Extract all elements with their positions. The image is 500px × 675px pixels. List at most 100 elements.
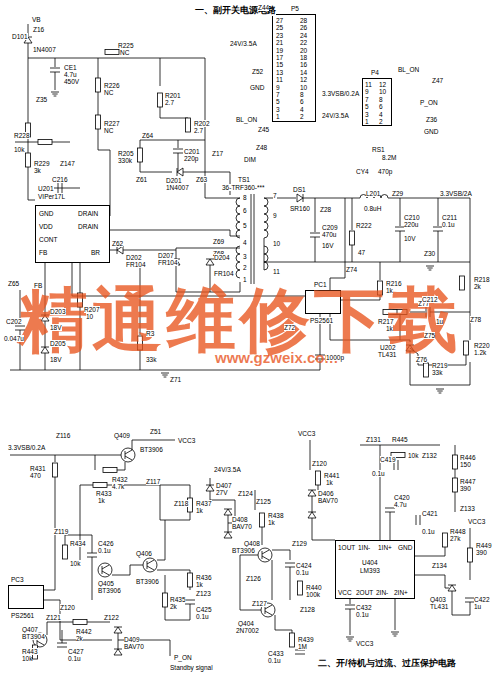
wire — [160, 58, 161, 86]
schematic-drawing — [10, 24, 475, 659]
part-label: 4.7u — [394, 501, 407, 508]
part-label: Z121 — [46, 614, 61, 621]
ground-symbol — [394, 636, 397, 637]
part-label: 0.1u — [296, 569, 309, 576]
wire — [400, 198, 401, 226]
wire — [400, 231, 401, 262]
diode-symbol — [297, 194, 303, 202]
part-label: 5 — [276, 98, 280, 105]
transformer-winding — [236, 198, 240, 238]
wire — [455, 469, 456, 478]
part-label: 18V — [50, 324, 62, 331]
part-label: 9 — [276, 84, 280, 91]
part-label: 8.2M — [382, 154, 396, 161]
part-label: 24V/3.5A — [214, 466, 241, 473]
part-label: 0.1u — [356, 611, 369, 618]
part-label: Z122 — [104, 614, 119, 621]
ground-symbol — [52, 94, 57, 95]
part-label: 220u — [404, 221, 418, 228]
part-label: 1k — [196, 581, 203, 588]
wire — [395, 598, 396, 630]
wire — [312, 496, 313, 512]
part-label: NC — [104, 89, 113, 96]
part-label: Z64 — [142, 132, 153, 139]
wire — [160, 485, 190, 498]
component-text: LM393 — [360, 567, 380, 574]
part-label: GND — [424, 128, 438, 135]
wire — [240, 555, 258, 560]
section-heading: 二、开/待机与过流、过压保护电路 — [318, 659, 456, 669]
part-label: 0.1u — [372, 470, 385, 477]
part-label: 1k — [326, 479, 333, 486]
part-label: Z75 — [424, 332, 435, 339]
resistor-symbol — [260, 513, 265, 527]
wire — [455, 445, 456, 455]
part-label: 2k — [474, 283, 481, 290]
part-label: FR104 — [158, 259, 178, 266]
part-label: 2.7 — [165, 99, 174, 106]
transistor-base — [102, 566, 103, 574]
part-label: 1u — [474, 603, 481, 610]
part-label: 7 — [365, 96, 369, 103]
component-text: DRAIN — [78, 210, 98, 217]
part-label: Z131 — [366, 436, 381, 443]
part-label: 5 — [243, 222, 247, 229]
wire — [98, 129, 110, 216]
wire — [455, 492, 456, 512]
transistor-lead — [102, 571, 109, 575]
part-label: Z36 — [426, 116, 437, 123]
component-text: 2IN+ — [394, 589, 408, 596]
watermark: www.gzweix.com — [215, 350, 338, 367]
part-label: BAV70 — [232, 523, 252, 530]
wire — [210, 478, 211, 485]
ground-symbol — [426, 266, 434, 267]
part-label: 23 — [276, 32, 283, 39]
part-label: 2k — [76, 635, 83, 642]
wire — [87, 622, 110, 623]
transistor-lead — [262, 556, 269, 560]
diode-symbol — [448, 585, 456, 591]
part-label: R3 — [146, 330, 154, 337]
part-label: 27 — [276, 17, 283, 24]
resistor-symbol — [158, 93, 163, 107]
part-label: 1k — [98, 497, 105, 504]
part-label: 8 — [379, 96, 383, 103]
part-label: 0.1u — [98, 547, 111, 554]
part-label: Z35 — [36, 96, 47, 103]
ground-symbol — [391, 632, 399, 633]
capacitor-plate — [57, 647, 67, 648]
part-label: 8 — [243, 194, 247, 201]
part-label: Z65 — [8, 280, 19, 287]
wire — [123, 250, 176, 251]
part-label: VCC3 — [178, 437, 195, 444]
part-label: VB — [32, 16, 41, 23]
part-label: Z116 — [56, 432, 70, 439]
wire — [290, 567, 291, 600]
part-label: Z78 — [470, 316, 481, 323]
transistor-lead — [102, 565, 109, 569]
part-label: 150 — [460, 461, 471, 468]
wire — [165, 575, 166, 593]
part-label: Z47 — [432, 77, 443, 84]
diode-symbol — [114, 627, 122, 633]
wire — [178, 140, 179, 148]
part-label: 8 — [300, 91, 304, 98]
part-label: VCC3 — [298, 430, 315, 437]
resistor-symbol — [138, 148, 143, 162]
part-label: BT3906 — [98, 587, 121, 594]
capacitor-plate — [62, 183, 63, 193]
ground-symbol — [436, 389, 444, 390]
resistor-symbol — [63, 545, 68, 559]
part-label: 470p — [378, 168, 392, 175]
part-label: L201 — [366, 190, 380, 197]
part-label: 3.3VSB/2A — [440, 190, 472, 197]
part-label: 3.3VSB/0.2A — [322, 90, 359, 97]
part-label: VCC3 — [356, 640, 373, 647]
transformer-winding — [236, 246, 240, 278]
wire — [303, 198, 360, 199]
diode-symbol — [206, 485, 214, 491]
resistor-symbol — [163, 593, 168, 607]
component-text: VIPer17L — [38, 193, 65, 200]
part-label: Z30 — [424, 250, 435, 257]
transistor-symbol — [258, 548, 272, 562]
